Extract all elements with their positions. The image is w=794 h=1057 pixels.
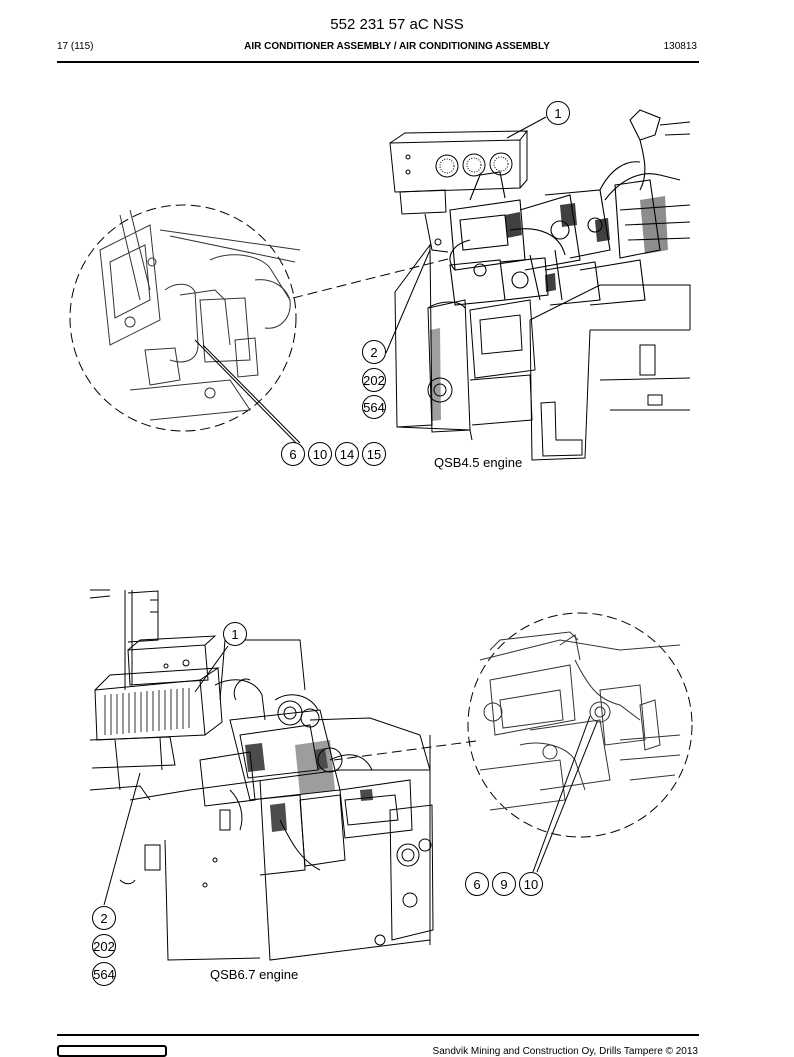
callout-part-564-top: 564 xyxy=(362,395,386,419)
bottom-detail-leader xyxy=(532,715,591,873)
sandvik-logo xyxy=(57,1045,167,1057)
top-figure-caption: QSB4.5 engine xyxy=(434,455,523,470)
document-number: 552 231 57 aC NSS xyxy=(330,16,464,33)
bottom-detail-view xyxy=(467,612,693,838)
header-rule xyxy=(57,61,699,63)
callout-part-6-top: 6 xyxy=(281,442,305,466)
callout-part-202-bottom: 202 xyxy=(92,934,116,958)
bottom-engine-assembly xyxy=(89,589,434,961)
bottom-detail-leader xyxy=(536,721,598,873)
bottom-detail-connector xyxy=(333,740,477,761)
section-title: AIR CONDITIONER ASSEMBLY / AIR CONDITION… xyxy=(244,41,550,52)
page-reference: 17 (115) xyxy=(57,41,94,52)
callout-part-9-bottom: 9 xyxy=(492,872,516,896)
callout-part-2-top: 2 xyxy=(362,340,386,364)
callout-part-10-bottom: 10 xyxy=(519,872,543,896)
document-date: 130813 xyxy=(663,41,697,52)
top-detail-view xyxy=(69,204,301,432)
footer-copyright: Sandvik Mining and Construction Oy, Dril… xyxy=(432,1046,698,1057)
callout-part-10-top: 10 xyxy=(308,442,332,466)
callout-part-6-bottom: 6 xyxy=(465,872,489,896)
callout-part-564-bottom: 564 xyxy=(92,962,116,986)
top-detail-connector xyxy=(292,257,453,299)
callout-part-202-top: 202 xyxy=(362,368,386,392)
top-detail-leader xyxy=(194,339,297,444)
callout-part-1-bottom: 1 xyxy=(223,622,247,646)
callout-part-1-top: 1 xyxy=(546,101,570,125)
callout-part-2-bottom: 2 xyxy=(92,906,116,930)
top-engine-assembly xyxy=(385,109,691,461)
callout-part-14-top: 14 xyxy=(335,442,359,466)
callout-part-15-top: 15 xyxy=(362,442,386,466)
top-detail-leader xyxy=(202,344,301,444)
bottom-figure-caption: QSB6.7 engine xyxy=(210,967,299,982)
footer-rule xyxy=(57,1034,699,1036)
